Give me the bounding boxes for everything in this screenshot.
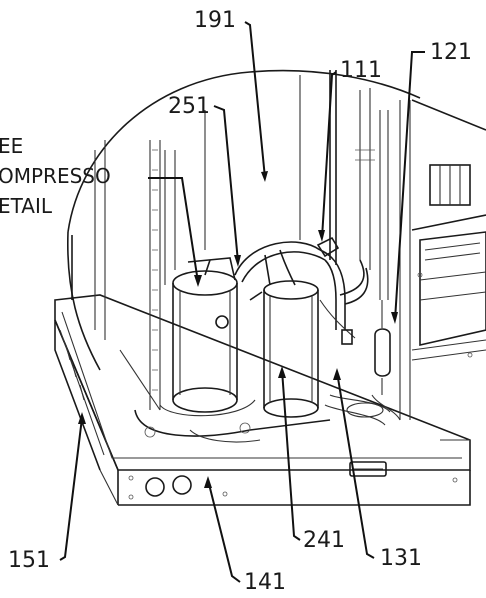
note-line-3: ETAIL xyxy=(0,194,53,218)
label-241: 241 xyxy=(303,528,345,553)
note-line-2: OMPRESSO xyxy=(0,164,111,188)
compressor-right xyxy=(263,280,319,418)
front-panel xyxy=(128,461,458,500)
label-151: 151 xyxy=(8,548,50,573)
filter-drier xyxy=(371,300,401,421)
back-wall xyxy=(204,70,411,420)
base-floor xyxy=(134,394,391,443)
leader-lines xyxy=(59,21,425,583)
label-111: 111 xyxy=(340,58,382,83)
detail-circle xyxy=(67,69,421,233)
label-251: 251 xyxy=(168,94,210,119)
label-121: 121 xyxy=(430,40,472,65)
coil-wall xyxy=(71,140,176,411)
label-131: 131 xyxy=(380,546,422,571)
label-141: 141 xyxy=(244,570,286,595)
label-191: 191 xyxy=(194,8,236,33)
piping xyxy=(234,236,369,345)
base-pan xyxy=(54,294,471,506)
note-line-1: EE xyxy=(0,134,24,158)
control-box xyxy=(411,99,486,361)
compressor-left xyxy=(159,257,256,417)
